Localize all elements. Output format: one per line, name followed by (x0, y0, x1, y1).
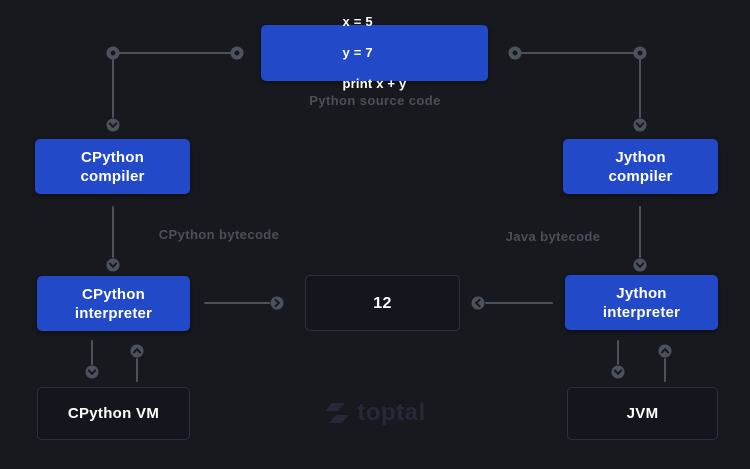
code-line-1: x = 5 (342, 14, 373, 30)
ring-icon (230, 46, 244, 60)
connector-java-bytecode (633, 206, 647, 272)
python-source-code-caption: Python source code (309, 93, 441, 108)
arrow-right-icon (270, 296, 284, 310)
arrow-down-icon (611, 365, 625, 379)
ring-icon (106, 46, 120, 60)
cpython-interpreter-box: CPython interpreter (37, 276, 190, 331)
toptal-logo-icon (325, 403, 350, 423)
result-box: 12 (305, 275, 460, 331)
jvm-box: JVM (567, 387, 718, 440)
arrow-up-icon (130, 344, 144, 358)
connector-source-to-jython-compiler (508, 46, 647, 132)
connector-jython-interpreter-to-result (471, 296, 553, 310)
cpython-vm-box: CPython VM (37, 387, 190, 440)
connector-source-to-cpython-compiler (106, 46, 244, 132)
arrow-left-icon (471, 296, 485, 310)
jython-interpreter-box: Jython interpreter (565, 275, 718, 330)
arrow-down-icon (106, 118, 120, 132)
toptal-logo: toptal (300, 396, 450, 430)
connector-cpython-interpreter-to-result (204, 296, 284, 310)
arrow-down-icon (633, 118, 647, 132)
arrow-down-icon (106, 258, 120, 272)
arrow-down-icon (85, 365, 99, 379)
cpython-compiler-box: CPython compiler (35, 139, 190, 194)
cpython-bytecode-caption: CPython bytecode (158, 227, 280, 242)
connector-cpython-bytecode (106, 206, 120, 272)
ring-icon (508, 46, 522, 60)
code-line-2: y = 7 (342, 45, 373, 61)
toptal-logo-text: toptal (357, 399, 426, 426)
source-code: x = 5 y = 7 print x + y (343, 0, 407, 107)
connector-cpython-interpreter-to-vm (85, 340, 144, 382)
ring-icon (633, 46, 647, 60)
python-source-code-box: x = 5 y = 7 print x + y (261, 14, 488, 91)
arrow-down-icon (633, 258, 647, 272)
java-bytecode-caption: Java bytecode (505, 229, 601, 244)
code-line-3: print x + y (342, 76, 407, 92)
arrow-up-icon (658, 344, 672, 358)
connector-jython-interpreter-to-jvm (611, 340, 672, 382)
jython-compiler-box: Jython compiler (563, 139, 718, 194)
